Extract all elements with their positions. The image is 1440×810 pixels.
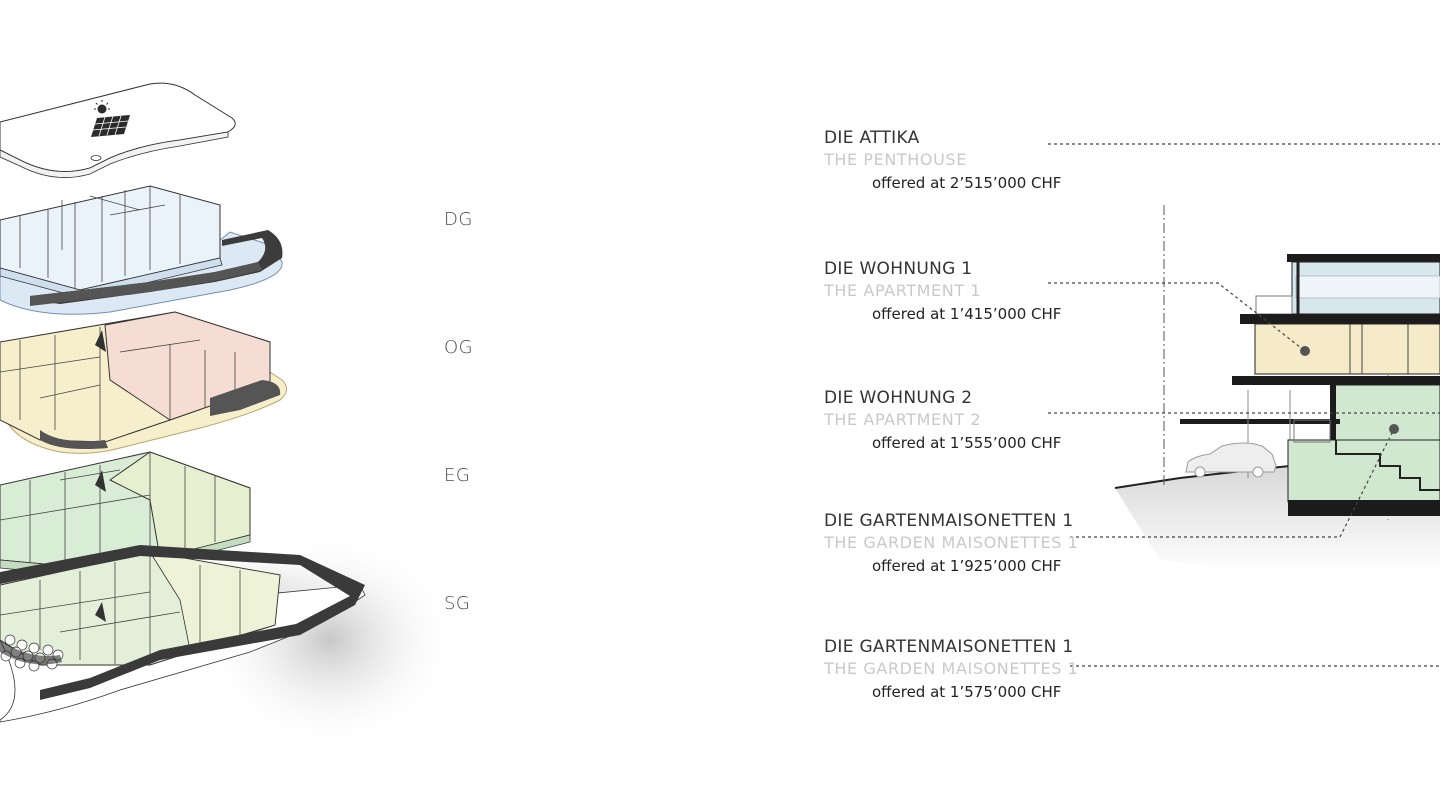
unit-subtitle: THE PENTHOUSE: [824, 150, 967, 169]
solar-panel-icon: [91, 115, 130, 137]
unit-title: DIE WOHNUNG 2: [824, 388, 973, 408]
unit-subtitle: THE APARTMENT 1: [824, 281, 982, 300]
car-icon: [1185, 442, 1277, 478]
unit-garden-maisonette-a: DIE GARTENMAISONETTEN 1 THE GARDEN MAISO…: [824, 510, 1084, 578]
floor-eg: [0, 451, 251, 579]
unit-subtitle: THE GARDEN MAISONETTES 1: [824, 533, 1079, 552]
leader-lines: [1048, 143, 1440, 667]
unit-price: offered at 1’555’000 CHF: [872, 434, 1062, 452]
unit-subtitle: THE GARDEN MAISONETTES 1: [824, 659, 1079, 678]
unit-price: offered at 1’415’000 CHF: [872, 305, 1062, 323]
floor-label-sg: SG: [444, 593, 471, 614]
unit-title: DIE ATTIKA: [824, 128, 920, 148]
unit-title: DIE GARTENMAISONETTEN 1: [824, 637, 1074, 657]
unit-price: offered at 1’925’000 CHF: [872, 557, 1062, 575]
unit-apartment-1: DIE WOHNUNG 1 THE APARTMENT 1 offered at…: [824, 258, 1084, 326]
unit-price: offered at 1’575’000 CHF: [872, 683, 1062, 701]
floor-label-dg: DG: [444, 209, 473, 230]
unit-apartment-2: DIE WOHNUNG 2 THE APARTMENT 2 offered at…: [824, 387, 1084, 455]
floor-og: [0, 311, 287, 454]
floor-dg: [0, 185, 283, 315]
roof-plate: [0, 82, 236, 178]
unit-price: offered at 2’515’000 CHF: [872, 174, 1062, 192]
unit-title: DIE WOHNUNG 1: [824, 259, 973, 279]
unit-title: DIE GARTENMAISONETTEN 1: [824, 511, 1074, 531]
unit-subtitle: THE APARTMENT 2: [824, 410, 982, 429]
sun-icon: [94, 100, 110, 114]
section-drawing: [1114, 205, 1440, 574]
floor-label-og: OG: [444, 337, 474, 358]
floor-sg: [0, 545, 366, 723]
unit-garden-maisonette-b: DIE GARTENMAISONETTEN 1 THE GARDEN MAISO…: [824, 636, 1084, 704]
floor-label-eg: EG: [444, 465, 471, 486]
unit-penthouse: DIE ATTIKA THE PENTHOUSE offered at 2’51…: [824, 127, 1084, 195]
